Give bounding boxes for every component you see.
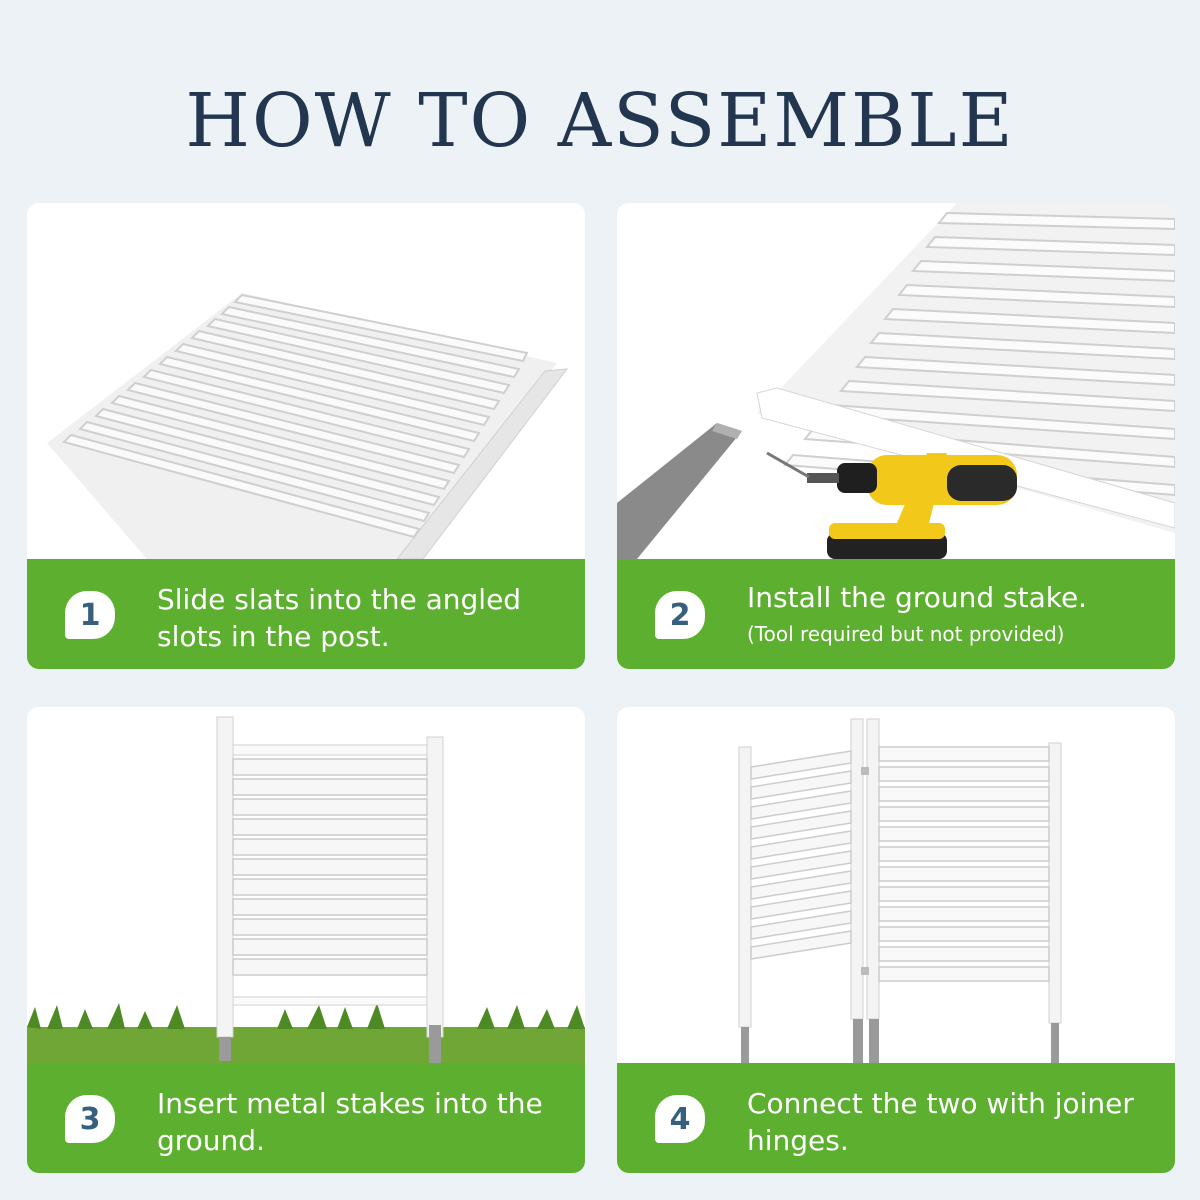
drill-stake-illustration — [617, 203, 1175, 559]
step-instruction: Slide slats into the angled slots in the… — [157, 583, 522, 653]
step-card-1: 1 Slide slats into the angled slots in t… — [27, 203, 585, 669]
step-band-3: 3 Insert metal stakes into the ground. — [27, 1063, 585, 1173]
step-instruction-group: Install the ground stake. (Tool required… — [747, 579, 1157, 652]
step-number-badge: 3 — [65, 1095, 115, 1143]
step-number-badge: 1 — [65, 591, 115, 639]
step-note: (Tool required but not provided) — [747, 622, 1065, 646]
page-title: HOW TO ASSEMBLE — [185, 78, 1015, 164]
step-instruction: Insert metal stakes into the ground. — [157, 1087, 543, 1157]
step-card-3: 3 Insert metal stakes into the ground. — [27, 707, 585, 1173]
hinge-icon — [861, 967, 869, 975]
slats-panel-illustration — [27, 203, 585, 559]
step-instruction: Install the ground stake. — [747, 581, 1088, 614]
drill-icon — [766, 451, 1017, 559]
step-band-2: 2 Install the ground stake. (Tool requir… — [617, 559, 1175, 669]
step-band-1: 1 Slide slats into the angled slots in t… — [27, 559, 585, 669]
step-number-badge: 4 — [655, 1095, 705, 1143]
stakes-ground-illustration — [27, 707, 585, 1063]
step-band-4: 4 Connect the two with joiner hinges. — [617, 1063, 1175, 1173]
step-number-badge: 2 — [655, 591, 705, 639]
hinge-icon — [861, 767, 869, 775]
step-card-4: 4 Connect the two with joiner hinges. — [617, 707, 1175, 1173]
hinged-panels-illustration — [617, 707, 1175, 1063]
step-card-2: 2 Install the ground stake. (Tool requir… — [617, 203, 1175, 669]
step-instruction: Connect the two with joiner hinges. — [747, 1087, 1134, 1157]
